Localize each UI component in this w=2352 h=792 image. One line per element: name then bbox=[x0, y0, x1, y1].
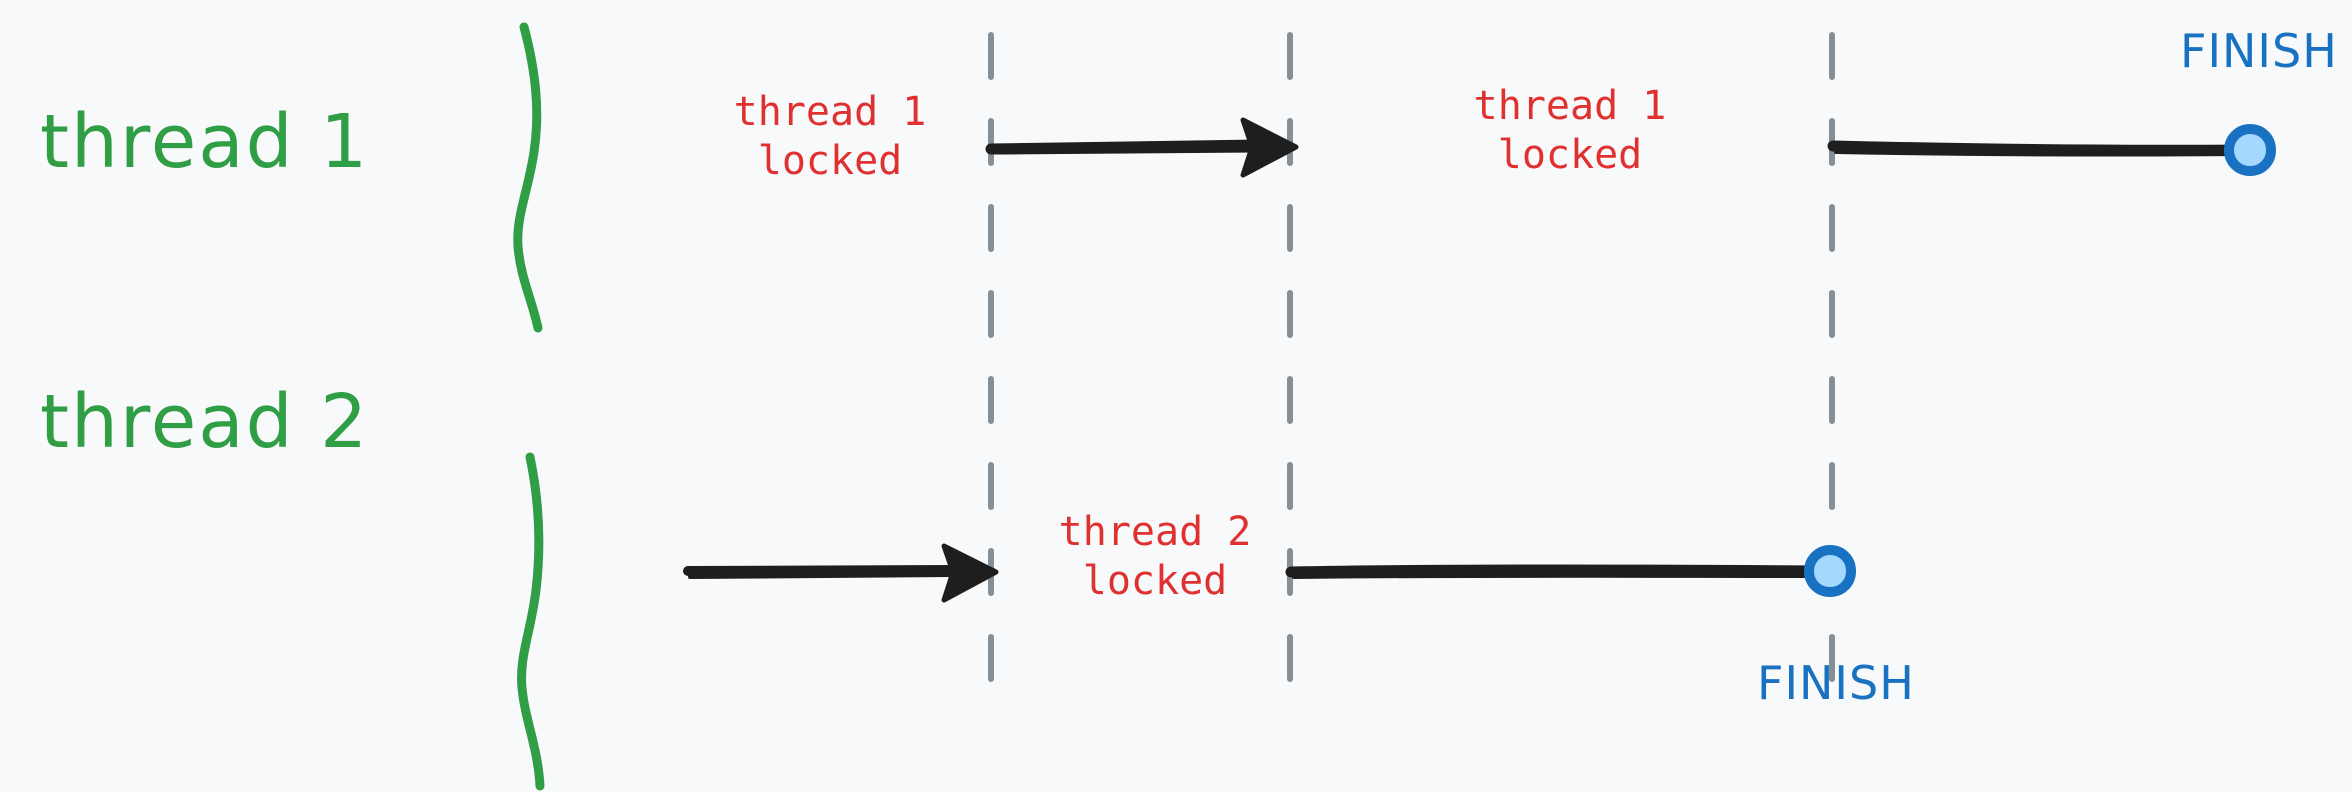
note-thread-2-locked: thread 2 locked bbox=[1058, 509, 1252, 604]
note-thread-1-locked-first: thread 1 locked bbox=[733, 89, 927, 184]
arrow-thread-2-wait bbox=[683, 543, 999, 603]
arrow-thread-1-run bbox=[985, 117, 1299, 178]
segment-thread-2-finish bbox=[1285, 564, 1834, 579]
segment-thread-1-finish bbox=[1827, 140, 2254, 157]
finish-label-thread-2: FINISH bbox=[1757, 656, 1915, 710]
endpoint-thread-1-marker bbox=[2223, 123, 2277, 177]
finish-label-thread-1: FINISH bbox=[2180, 24, 2338, 78]
lane-label-thread-2: thread 2 bbox=[40, 379, 370, 465]
lane-label-thread-1: thread 1 bbox=[40, 99, 370, 185]
brace-thread-1 bbox=[513, 22, 543, 333]
endpoint-thread-2-marker bbox=[1803, 544, 1857, 598]
brace-thread-2 bbox=[517, 452, 545, 791]
note-thread-1-locked-second: thread 1 locked bbox=[1473, 83, 1667, 178]
